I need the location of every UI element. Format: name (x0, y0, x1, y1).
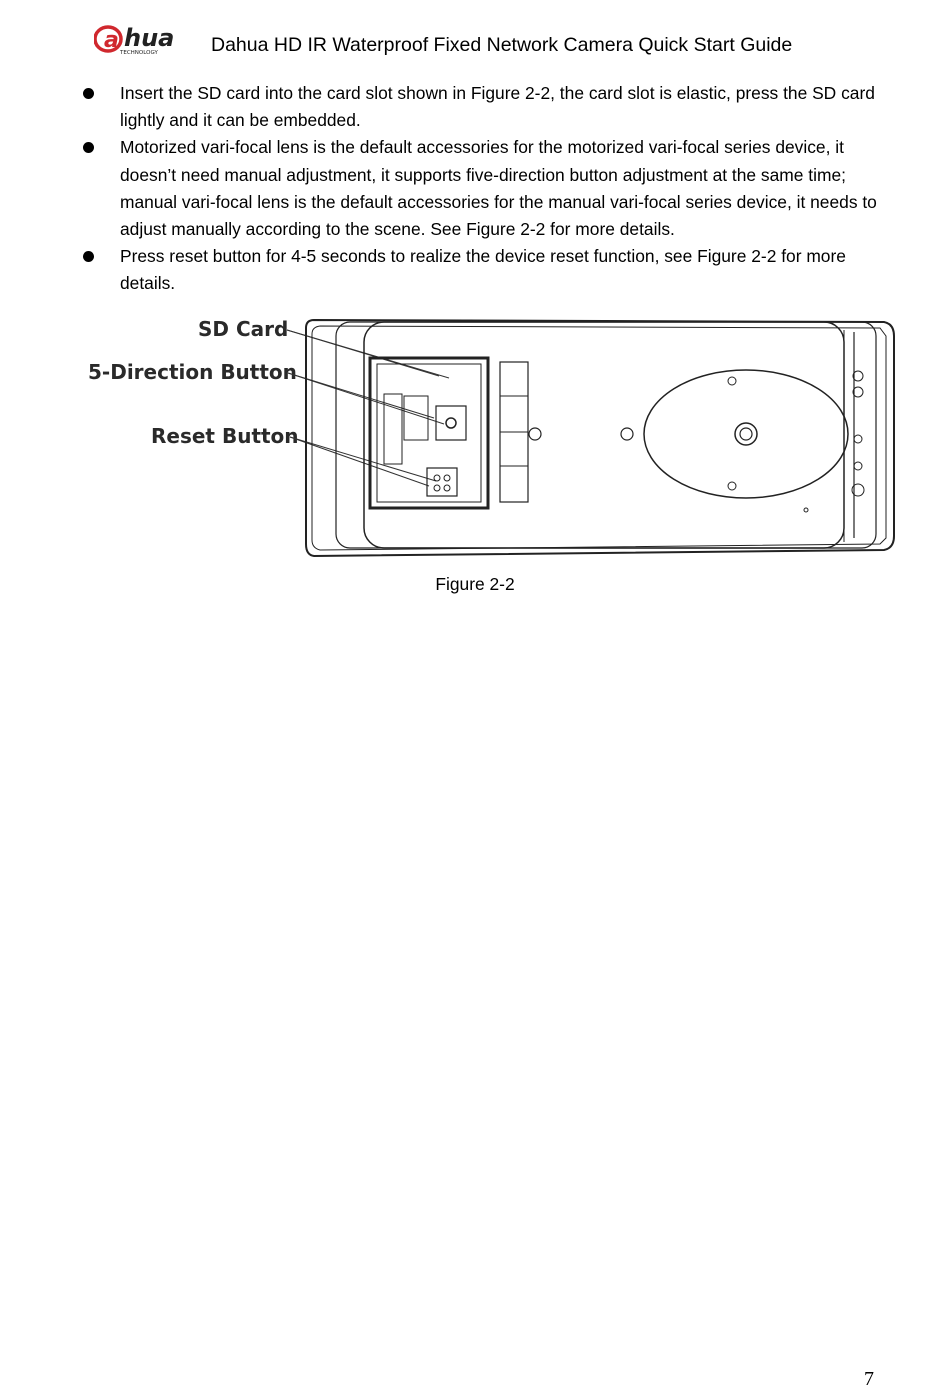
page-header: a hua TECHNOLOGY Dahua HD IR Waterproof … (94, 22, 854, 62)
dahua-logo: a hua TECHNOLOGY (94, 24, 174, 56)
reset-label: Reset Button (151, 424, 299, 448)
leader-lines (286, 329, 450, 487)
list-item: Press reset button for 4-5 seconds to re… (82, 243, 902, 297)
list-item: Insert the SD card into the card slot sh… (82, 80, 902, 134)
figure-caption: Figure 2-2 (435, 574, 515, 594)
svg-text:a: a (104, 28, 119, 53)
camera-body (305, 318, 895, 558)
list-item: Motorized vari-focal lens is the default… (82, 134, 902, 243)
five-direction-label: 5-Direction Button (88, 360, 297, 384)
svg-text:hua: hua (124, 24, 174, 52)
bullet-icon (83, 142, 94, 154)
camera-diagram: SD Card 5-Direction Button Reset Button (88, 317, 895, 558)
page-number: 7 (864, 1368, 874, 1390)
document-title: Dahua HD IR Waterproof Fixed Network Cam… (211, 34, 793, 56)
bullet-list: Insert the SD card into the card slot sh… (82, 80, 902, 298)
sd-card-label: SD Card (198, 317, 288, 341)
bullet-icon (83, 88, 94, 99)
svg-text:TECHNOLOGY: TECHNOLOGY (119, 50, 158, 56)
bullet-icon (83, 251, 94, 263)
